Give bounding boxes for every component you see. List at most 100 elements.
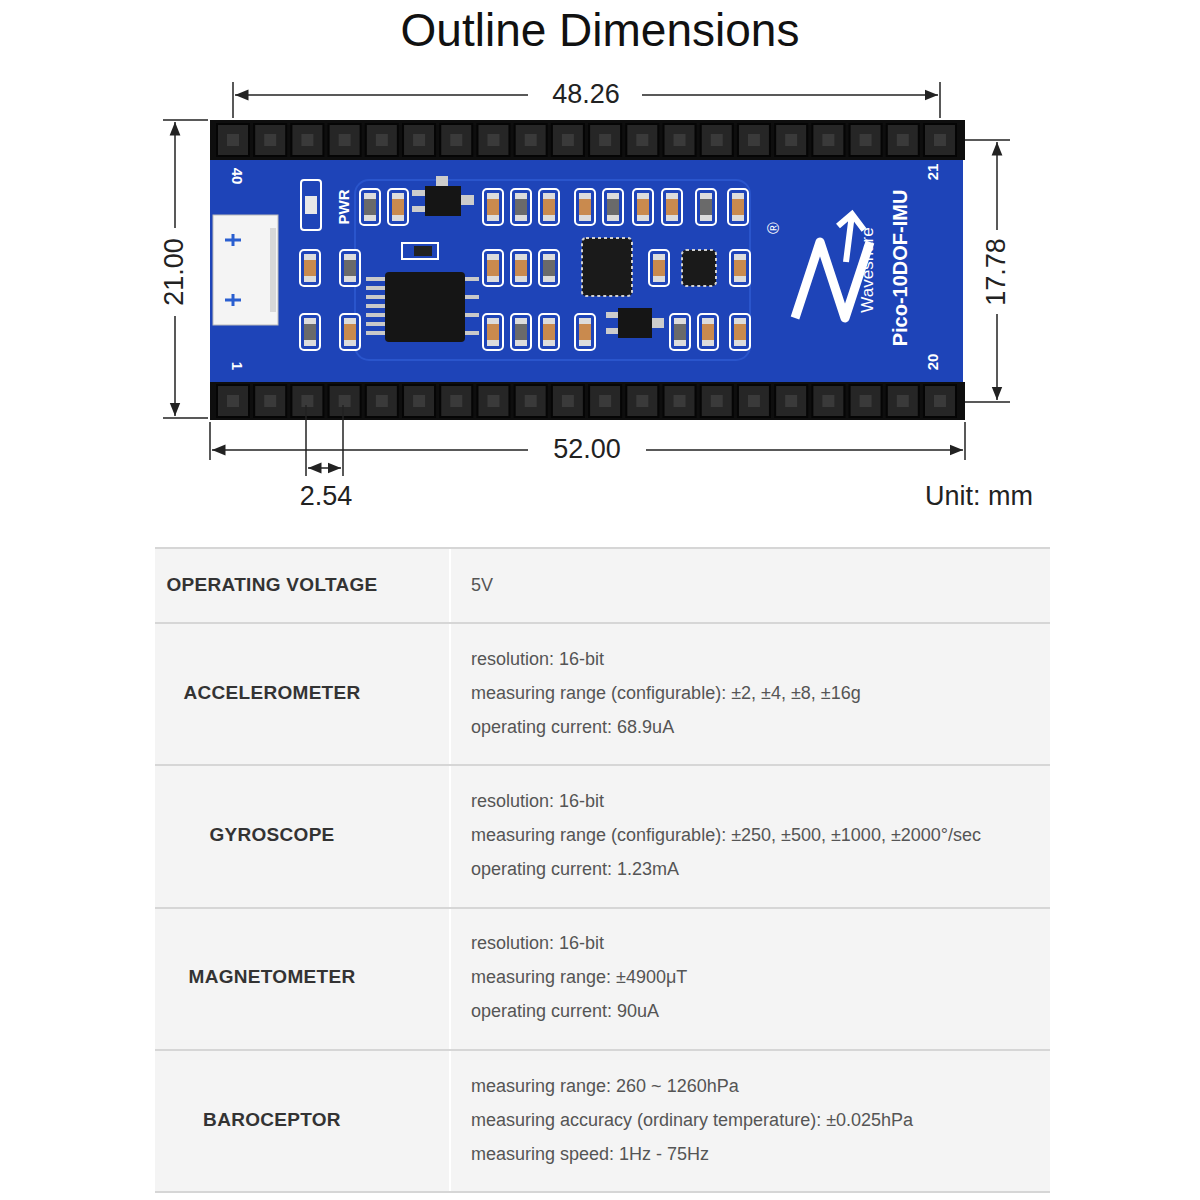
header-pin: [664, 124, 696, 156]
header-pin: [812, 385, 844, 417]
smd-part: [483, 189, 503, 225]
smd-part: [728, 189, 748, 225]
brand-name: Waveshare: [858, 227, 878, 312]
smd-part: [575, 189, 595, 225]
header-pin: [254, 124, 286, 156]
pin-hole: [748, 134, 760, 146]
baro-chip: [682, 250, 716, 286]
header-pin: [664, 385, 696, 417]
dimension-label: 52.00: [549, 434, 625, 465]
pin-hole: [450, 134, 462, 146]
header-pin: [515, 124, 547, 156]
smd-part: [575, 314, 595, 350]
header-pin: [403, 124, 435, 156]
figure-title: Outline Dimensions: [401, 4, 800, 57]
header-pin: [552, 124, 584, 156]
pin-hole: [897, 395, 909, 407]
pin-number: 21: [924, 164, 941, 181]
table-heading: OPERATING VOLTAGE: [167, 574, 378, 596]
trademark: ®: [765, 222, 783, 234]
pin-hole: [301, 395, 313, 407]
pin-number: 40: [228, 168, 245, 185]
smd-part: [483, 250, 503, 286]
header-pin: [403, 385, 435, 417]
smd-part: [511, 314, 531, 350]
board-name: Pico-10DOF-IMU: [889, 190, 912, 347]
pin-hole: [339, 395, 351, 407]
header-pin: [440, 385, 472, 417]
diode-body: [414, 246, 432, 256]
header-pin: [701, 385, 733, 417]
spec-table: [155, 548, 1050, 1192]
pin-hole: [860, 395, 872, 407]
pin-hole: [413, 134, 425, 146]
smd-part: [388, 189, 408, 225]
header-pin: [738, 385, 770, 417]
table-cell: resolution: 16-bit: [471, 933, 604, 954]
pin-hole: [562, 134, 574, 146]
pin-hole: [264, 395, 276, 407]
table-cell: resolution: 16-bit: [471, 791, 604, 812]
smd-part: [511, 250, 531, 286]
header-pin: [291, 124, 323, 156]
header-pin: [440, 124, 472, 156]
pin-hole: [785, 134, 797, 146]
led-footprint: [301, 180, 321, 230]
smd-part: [300, 314, 320, 350]
dimension-label: 48.26: [548, 79, 624, 110]
pin-hole: [264, 134, 276, 146]
dimension-lines: [163, 82, 1010, 476]
pin-hole: [822, 134, 834, 146]
table-cell: resolution: 16-bit: [471, 649, 604, 670]
table-cell: measuring speed: 1Hz - 75Hz: [471, 1144, 709, 1165]
diode: [402, 243, 438, 259]
pin-hole: [487, 134, 499, 146]
table-cell: 5V: [471, 575, 493, 596]
smd-part: [730, 314, 750, 350]
header-pin: [626, 124, 658, 156]
pin-hole: [301, 134, 313, 146]
pin-hole: [711, 134, 723, 146]
pin-hole: [599, 395, 611, 407]
header-pins: [217, 124, 956, 417]
smd-part: [483, 314, 503, 350]
pin-hole: [674, 395, 686, 407]
dimension-label: 17.78: [981, 234, 1012, 310]
pin-hole: [934, 395, 946, 407]
smd-part: [539, 250, 559, 286]
header-pin: [850, 385, 882, 417]
table-divider: [449, 548, 451, 1192]
connector-mark: [225, 234, 241, 306]
pin-hole: [562, 395, 574, 407]
smd-part: [539, 189, 559, 225]
header-pin: [850, 124, 882, 156]
header-pin: [589, 124, 621, 156]
header-pin: [515, 385, 547, 417]
smd-part: [730, 250, 750, 286]
header-pin: [775, 124, 807, 156]
table-heading: BAROCEPTOR: [203, 1109, 341, 1131]
imu-chip: [582, 238, 632, 296]
sot-chip: [412, 176, 474, 216]
passive-components: [300, 189, 750, 350]
header-pin: [366, 124, 398, 156]
pin-hole: [525, 395, 537, 407]
pin-hole: [525, 134, 537, 146]
smd-part: [360, 189, 380, 225]
smd-part: [633, 189, 653, 225]
pin-hole: [674, 134, 686, 146]
smd-part: [340, 250, 360, 286]
pin-hole: [339, 134, 351, 146]
header-pin: [887, 385, 919, 417]
header-pin: [329, 124, 361, 156]
ic-chip: [366, 272, 479, 342]
pin-hole: [822, 395, 834, 407]
pin-hole: [450, 395, 462, 407]
table-cell: operating current: 1.23mA: [471, 859, 679, 880]
header-pin: [775, 385, 807, 417]
dimension-label: 2.54: [296, 481, 357, 512]
header-pin: [366, 385, 398, 417]
smd-part: [340, 314, 360, 350]
pin-hole: [227, 134, 239, 146]
